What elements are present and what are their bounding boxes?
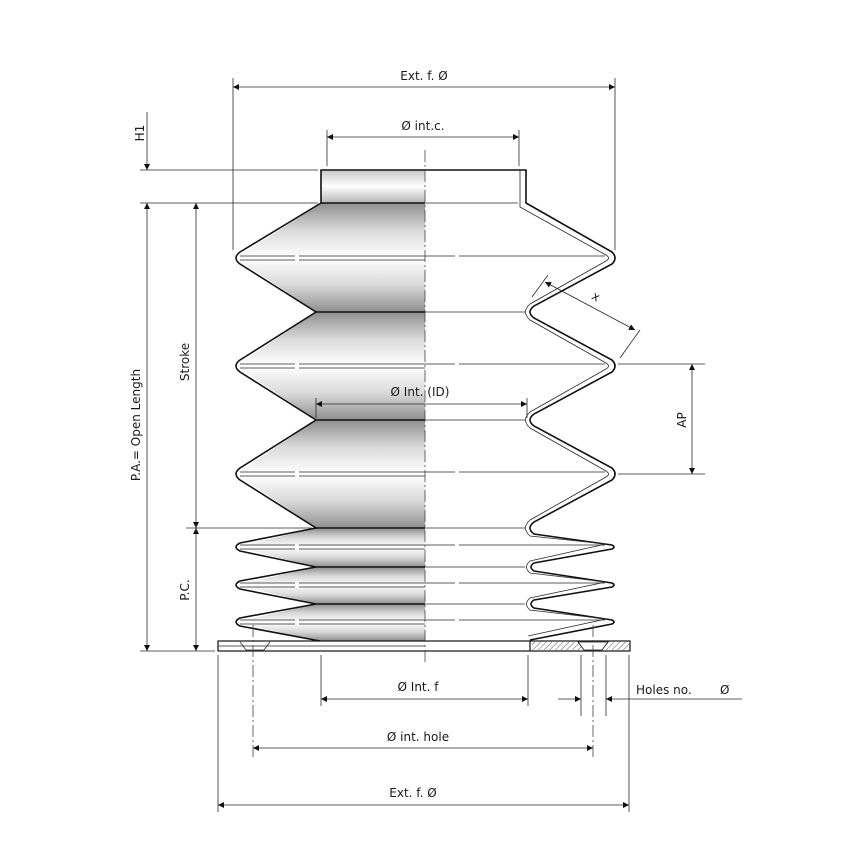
ext-f-bottom-label: Ext. f. Ø	[389, 786, 436, 800]
int-f-label: Ø Int. f	[398, 680, 440, 694]
int-hole-label: Ø int. hole	[387, 730, 449, 744]
h1-label: H1	[133, 125, 147, 142]
ext-f-top-label: Ext. f. Ø	[400, 69, 447, 83]
ap-label: AP	[675, 412, 689, 427]
int-c-label: Ø int.c.	[401, 119, 444, 133]
open-length-label: P.A.= Open Length	[129, 369, 143, 481]
pc-label: P.C.	[178, 579, 192, 600]
right-half-section	[425, 169, 616, 641]
dimension-lines	[144, 84, 742, 808]
x-label: x	[589, 289, 602, 305]
int-id-label: Ø Int. (ID)	[391, 385, 450, 399]
left-half-section	[235, 169, 425, 642]
holes-no-label: Holes no.	[636, 683, 692, 697]
stroke-label: Stroke	[178, 343, 192, 381]
holes-dia-label: Ø	[720, 683, 729, 697]
extension-lines	[140, 78, 705, 812]
bottom-flange	[217, 640, 631, 652]
